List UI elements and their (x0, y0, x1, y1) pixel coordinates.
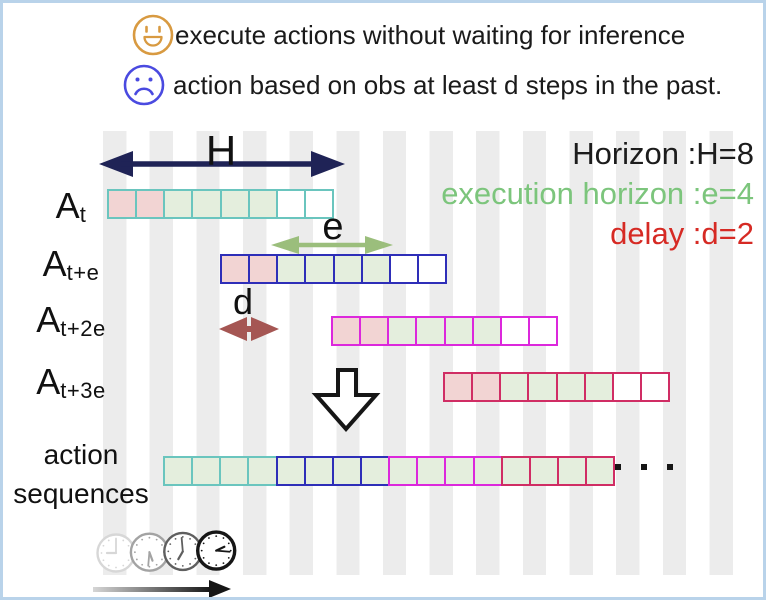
action-cell (416, 254, 448, 284)
action-cell (472, 456, 503, 486)
action-cell (611, 372, 642, 402)
action-cell (219, 456, 250, 486)
down-arrow-icon (311, 368, 381, 433)
delay-label: d (232, 281, 254, 322)
param-horizon: Horizon :H=8 (572, 136, 754, 171)
action-cell (444, 456, 475, 486)
action-cell (135, 189, 166, 219)
execution-horizon-label: e (322, 206, 344, 248)
action-cell (163, 189, 194, 219)
action-cell (415, 316, 446, 346)
action-cell (555, 372, 586, 402)
action-cell (360, 254, 391, 284)
action-cell (331, 456, 362, 486)
param-delay: delay :d=2 (610, 216, 754, 251)
action-cell (275, 456, 306, 486)
action-cell (443, 316, 474, 346)
action-cell (527, 316, 559, 346)
param-execution-horizon: execution horizon :e=4 (441, 176, 754, 211)
action-cell (275, 189, 306, 219)
action-cell (191, 456, 222, 486)
action-cell (247, 189, 278, 219)
action-cell (583, 372, 614, 402)
row-label-at-e: At+e (42, 243, 100, 285)
action-cell (471, 316, 502, 346)
action-cell (248, 254, 279, 284)
execution-horizon-arrow (271, 236, 393, 254)
action-cell (304, 254, 335, 284)
action-cell (556, 456, 588, 486)
sad-face-icon (123, 64, 165, 106)
horizon-label: H (205, 127, 237, 174)
action-cell (303, 456, 334, 486)
action-cell (191, 189, 222, 219)
action-cell (303, 189, 335, 219)
clocks-icon (96, 530, 237, 573)
action-chunk-row-at-2e (331, 316, 559, 346)
action-sequence-row (163, 456, 616, 486)
action-chunk-row-at-e (220, 254, 448, 284)
dot (667, 464, 673, 470)
legend-happy-text: execute actions without waiting for infe… (175, 20, 686, 50)
time-arrow-head (209, 580, 231, 597)
clock-icon (96, 533, 136, 573)
action-cell (359, 316, 390, 346)
action-cell (500, 456, 531, 486)
happy-face-icon (132, 14, 174, 56)
row-label-at-3e: At+3e (36, 361, 106, 403)
clock-icon (129, 532, 170, 572)
action-cell (388, 254, 419, 284)
action-cell (388, 456, 419, 486)
action-cell (528, 456, 559, 486)
delay-arrow (219, 317, 279, 341)
time-arrow-bar (93, 587, 211, 592)
action-chunk-row-at (107, 189, 335, 219)
action-sequences-label: action sequences (13, 439, 149, 509)
action-cell (471, 372, 502, 402)
action-cell (527, 372, 558, 402)
dot (641, 464, 647, 470)
row-label-at-2e: At+2e (36, 299, 106, 341)
action-cell (443, 372, 474, 402)
clock-icon (195, 530, 237, 571)
action-cell (247, 456, 278, 486)
action-cell (416, 456, 447, 486)
parameter-legend: Horizon :H=8 execution horizon :e=4 dela… (363, 134, 754, 254)
action-cell (107, 189, 138, 219)
action-cell (331, 316, 362, 346)
legend-sad-text: action based on obs at least d steps in … (173, 70, 723, 100)
action-cell (219, 189, 250, 219)
action-cell (220, 254, 251, 284)
action-cell (276, 254, 307, 284)
action-cell (332, 254, 363, 284)
row-label-at: At (55, 185, 87, 227)
action-cell (499, 372, 530, 402)
dot (615, 464, 621, 470)
action-cell (387, 316, 418, 346)
horizon-arrow (99, 151, 345, 177)
action-cell (585, 456, 616, 486)
clock-icon (163, 531, 203, 572)
ellipsis-dots (615, 464, 673, 470)
action-chunk-row-at-3e (443, 372, 671, 402)
action-cell (499, 316, 530, 346)
action-cell (163, 456, 194, 486)
action-cell (359, 456, 391, 486)
action-cell (639, 372, 671, 402)
